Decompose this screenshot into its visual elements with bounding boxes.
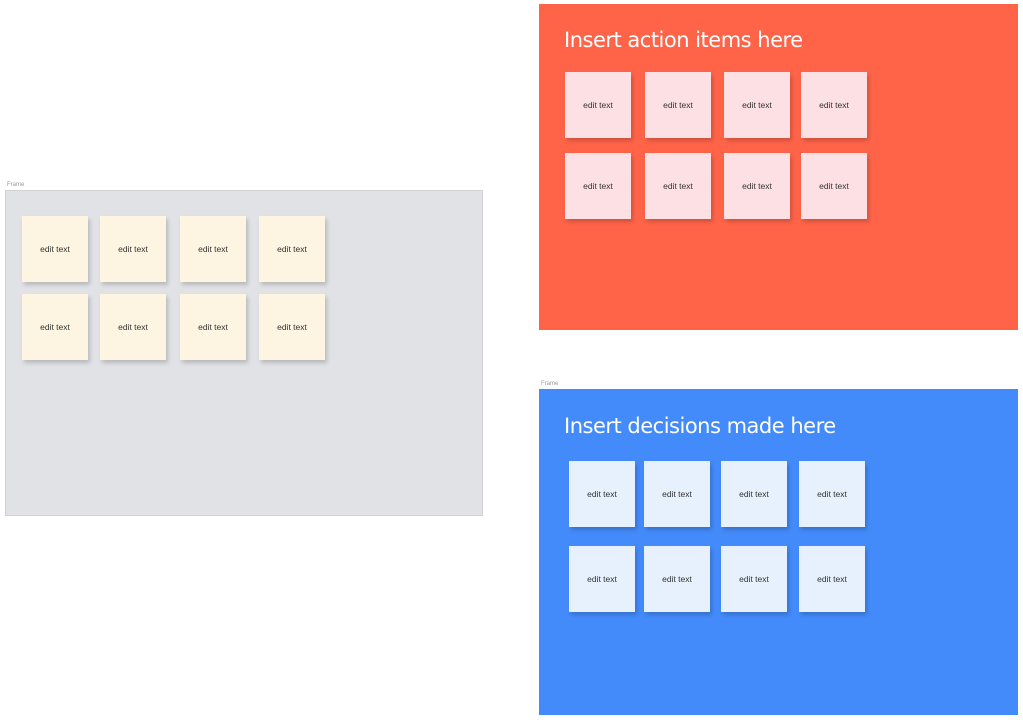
- sticky-note[interactable]: edit text: [645, 153, 711, 219]
- sticky-note[interactable]: edit text: [721, 546, 787, 612]
- sticky-note[interactable]: edit text: [569, 546, 635, 612]
- sticky-note[interactable]: edit text: [565, 153, 631, 219]
- sticky-note[interactable]: edit text: [180, 216, 246, 282]
- sticky-note[interactable]: edit text: [724, 153, 790, 219]
- frame-red[interactable]: Insert action items here edit text edit …: [539, 4, 1018, 330]
- sticky-note[interactable]: edit text: [100, 216, 166, 282]
- frame-title-decisions[interactable]: Insert decisions made here: [564, 414, 836, 438]
- sticky-note[interactable]: edit text: [259, 216, 325, 282]
- sticky-note[interactable]: edit text: [799, 461, 865, 527]
- sticky-note[interactable]: edit text: [100, 294, 166, 360]
- sticky-note[interactable]: edit text: [801, 153, 867, 219]
- sticky-note[interactable]: edit text: [22, 294, 88, 360]
- sticky-note[interactable]: edit text: [644, 461, 710, 527]
- frame-blue[interactable]: Insert decisions made here edit text edi…: [539, 389, 1018, 715]
- sticky-note[interactable]: edit text: [644, 546, 710, 612]
- sticky-note[interactable]: edit text: [724, 72, 790, 138]
- sticky-note[interactable]: edit text: [721, 461, 787, 527]
- sticky-note[interactable]: edit text: [180, 294, 246, 360]
- sticky-note[interactable]: edit text: [801, 72, 867, 138]
- sticky-note[interactable]: edit text: [259, 294, 325, 360]
- sticky-note[interactable]: edit text: [799, 546, 865, 612]
- frame-label-blue[interactable]: Frame: [541, 381, 559, 387]
- sticky-note[interactable]: edit text: [22, 216, 88, 282]
- sticky-note[interactable]: edit text: [565, 72, 631, 138]
- frame-title-action-items[interactable]: Insert action items here: [564, 28, 803, 52]
- frame-gray[interactable]: edit text edit text edit text edit text …: [5, 190, 483, 516]
- frame-label-gray[interactable]: Frame: [7, 182, 25, 188]
- sticky-note[interactable]: edit text: [569, 461, 635, 527]
- sticky-note[interactable]: edit text: [645, 72, 711, 138]
